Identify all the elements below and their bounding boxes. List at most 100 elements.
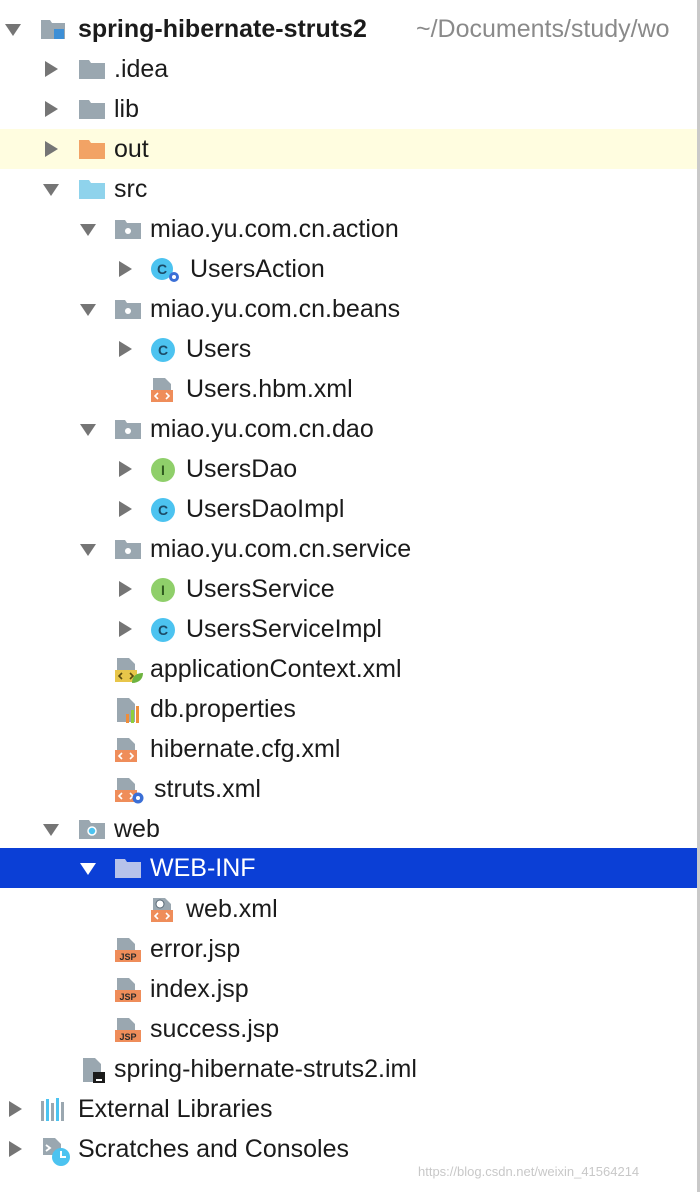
tree-label: miao.yu.com.cn.service	[150, 535, 412, 563]
package-icon	[114, 537, 141, 561]
chevron-down-icon[interactable]	[4, 20, 22, 38]
jsp-file-icon: JSP	[114, 977, 141, 1002]
tree-label: src	[114, 175, 148, 203]
tree-row-users-action[interactable]: C UsersAction	[0, 249, 700, 289]
class-gear-icon: C	[150, 257, 179, 282]
tree-row-success-jsp[interactable]: JSP success.jsp	[0, 1009, 700, 1049]
chevron-right-icon[interactable]	[116, 460, 134, 478]
vertical-scrollbar[interactable]	[697, 0, 700, 1192]
tree-label: .idea	[114, 55, 169, 83]
tree-row-users-hbm-xml[interactable]: Users.hbm.xml	[0, 369, 700, 409]
tree-row-lib[interactable]: lib	[0, 89, 700, 129]
tree-row-iml[interactable]: spring-hibernate-struts2.iml	[0, 1049, 700, 1089]
chevron-right-icon[interactable]	[6, 1100, 24, 1118]
project-path: ~/Documents/study/wo	[416, 15, 670, 43]
svg-text:JSP: JSP	[119, 992, 136, 1002]
folder-icon	[114, 856, 141, 880]
iml-file-icon	[80, 1057, 105, 1083]
folder-icon	[78, 97, 105, 121]
tree-row-hibernate-cfg-xml[interactable]: hibernate.cfg.xml	[0, 729, 700, 769]
tree-label: WEB-INF	[150, 854, 256, 882]
tree-label: struts.xml	[154, 775, 261, 803]
web-folder-icon	[78, 817, 105, 841]
svg-text:I: I	[161, 582, 165, 598]
tree-label: spring-hibernate-struts2.iml	[114, 1055, 417, 1083]
tree-row-error-jsp[interactable]: JSP error.jsp	[0, 929, 700, 969]
tree-row-package-dao[interactable]: miao.yu.com.cn.dao	[0, 409, 700, 449]
tree-row-users-dao-impl[interactable]: C UsersDaoImpl	[0, 489, 700, 529]
chevron-right-icon[interactable]	[42, 60, 60, 78]
tree-label: applicationContext.xml	[150, 655, 402, 683]
tree-row-users-service-impl[interactable]: C UsersServiceImpl	[0, 609, 700, 649]
watermark: https://blog.csdn.net/weixin_41564214	[418, 1164, 640, 1179]
xml-file-icon	[114, 737, 138, 762]
spring-xml-file-icon	[114, 657, 143, 683]
chevron-down-icon[interactable]	[79, 300, 97, 318]
tree-label: miao.yu.com.cn.action	[150, 215, 399, 243]
svg-text:I: I	[161, 462, 165, 478]
chevron-down-icon[interactable]	[42, 180, 60, 198]
tree-row-users-service[interactable]: I UsersService	[0, 569, 700, 609]
tree-label: Users	[186, 335, 252, 363]
xml-file-icon	[150, 377, 174, 402]
tree-row-users-dao[interactable]: I UsersDao	[0, 449, 700, 489]
tree-label: External Libraries	[78, 1095, 273, 1123]
module-folder-icon	[40, 17, 65, 41]
tree-label: Users.hbm.xml	[186, 375, 353, 403]
tree-label: index.jsp	[150, 975, 249, 1003]
svg-text:C: C	[158, 342, 168, 358]
chevron-right-icon[interactable]	[6, 1140, 24, 1158]
tree-label: lib	[114, 95, 140, 123]
tree-row-web-xml[interactable]: web.xml	[0, 889, 700, 929]
tree-row-project-root[interactable]: spring-hibernate-struts2 ~/Documents/stu…	[0, 9, 700, 49]
library-icon	[40, 1097, 64, 1121]
chevron-right-icon[interactable]	[116, 340, 134, 358]
svg-text:C: C	[158, 622, 168, 638]
chevron-right-icon[interactable]	[116, 580, 134, 598]
svg-text:C: C	[157, 261, 167, 277]
tree-row-web[interactable]: web	[0, 809, 700, 849]
tree-row-users[interactable]: C Users	[0, 329, 700, 369]
svg-text:C: C	[158, 502, 168, 518]
tree-row-package-action[interactable]: miao.yu.com.cn.action	[0, 209, 700, 249]
chevron-right-icon[interactable]	[116, 620, 134, 638]
tree-row-db-properties[interactable]: db.properties	[0, 689, 700, 729]
tree-row-index-jsp[interactable]: JSP index.jsp	[0, 969, 700, 1009]
chevron-down-icon[interactable]	[79, 859, 97, 877]
tree-label: db.properties	[150, 695, 296, 723]
tree-row-scratches-consoles[interactable]: Scratches and Consoles	[0, 1129, 700, 1169]
tree-label: UsersDao	[186, 455, 298, 483]
chevron-down-icon[interactable]	[42, 820, 60, 838]
scratches-icon	[40, 1137, 70, 1166]
tree-row-out[interactable]: out	[0, 129, 700, 169]
chevron-right-icon[interactable]	[42, 100, 60, 118]
chevron-down-icon[interactable]	[79, 420, 97, 438]
chevron-right-icon[interactable]	[116, 500, 134, 518]
tree-row-external-libraries[interactable]: External Libraries	[0, 1089, 700, 1129]
folder-icon	[78, 57, 105, 81]
tree-label: UsersDaoImpl	[186, 495, 345, 523]
chevron-right-icon[interactable]	[116, 260, 134, 278]
tree-label: miao.yu.com.cn.beans	[150, 295, 401, 323]
jsp-file-icon: JSP	[114, 1017, 141, 1042]
tree-row-web-inf[interactable]: WEB-INF	[0, 848, 697, 888]
tree-label: miao.yu.com.cn.dao	[150, 415, 374, 443]
package-icon	[114, 297, 141, 321]
tree-row-struts-xml[interactable]: struts.xml	[0, 769, 700, 809]
class-icon: C	[150, 497, 175, 522]
tree-row-package-beans[interactable]: miao.yu.com.cn.beans	[0, 289, 700, 329]
tree-label: web	[114, 815, 160, 843]
tree-row-package-service[interactable]: miao.yu.com.cn.service	[0, 529, 700, 569]
chevron-right-icon[interactable]	[42, 140, 60, 158]
tree-row-src[interactable]: src	[0, 169, 700, 209]
chevron-down-icon[interactable]	[79, 540, 97, 558]
class-icon: C	[150, 617, 175, 642]
tree-row-idea[interactable]: .idea	[0, 49, 700, 89]
svg-text:JSP: JSP	[119, 1032, 136, 1042]
jsp-file-icon: JSP	[114, 937, 141, 962]
package-icon	[114, 417, 141, 441]
properties-file-icon	[114, 697, 139, 723]
chevron-down-icon[interactable]	[79, 220, 97, 238]
tree-row-application-context-xml[interactable]: applicationContext.xml	[0, 649, 700, 689]
tree-label: error.jsp	[150, 935, 241, 963]
